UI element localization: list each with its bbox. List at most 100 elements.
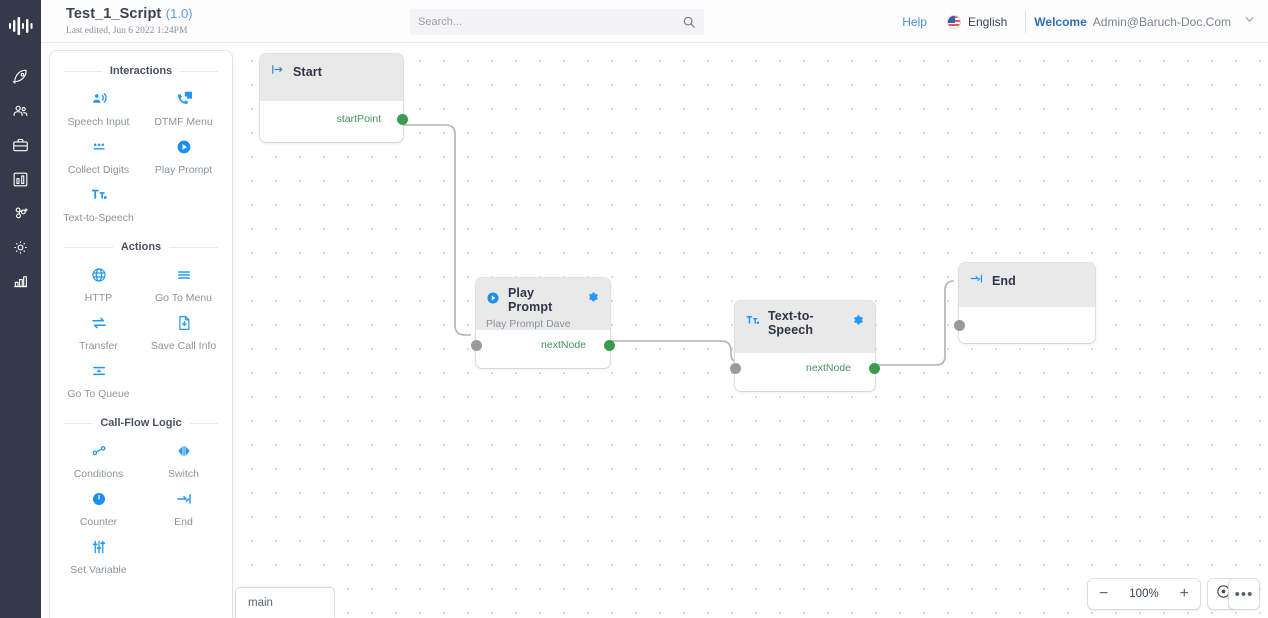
rail-item-reports[interactable] — [0, 162, 41, 196]
tool-save-call-info[interactable]: Save Call Info — [141, 307, 226, 355]
header-right-cluster: Help English Welcome Admin@Baruch-Doc.Co… — [892, 0, 1256, 43]
tool-http[interactable]: HTTP — [56, 259, 141, 307]
app-header: Test_1_Script (1.0) Last edited, Jun 6 2… — [41, 0, 1268, 43]
palette-grid-call-flow-logic: Conditions Switch — [50, 435, 232, 579]
output-port[interactable] — [397, 114, 408, 125]
input-port[interactable] — [471, 340, 482, 351]
text-to-speech-icon — [745, 313, 760, 333]
flow-tab-main[interactable]: main — [236, 588, 334, 618]
tool-dtmf-menu[interactable]: DTMF Menu — [141, 83, 226, 131]
gear-icon[interactable] — [852, 314, 865, 332]
end-arrow-icon — [175, 489, 193, 509]
output-port[interactable] — [604, 340, 615, 351]
tool-end[interactable]: End — [141, 483, 226, 531]
tool-transfer[interactable]: Transfer — [56, 307, 141, 355]
node-body: nextNode — [471, 330, 615, 370]
input-port[interactable] — [954, 320, 965, 331]
palette-grid-actions: HTTP Go To Menu — [50, 259, 232, 403]
tool-set-variable[interactable]: Set Variable — [56, 531, 141, 579]
port-label-startpoint: startPoint — [336, 113, 381, 125]
tool-conditions[interactable]: Conditions — [56, 435, 141, 483]
node-header: Play Prompt Play Prompt Dave — [476, 278, 610, 330]
rail-item-groups[interactable] — [0, 196, 41, 230]
zoom-in-button[interactable]: + — [1179, 585, 1189, 602]
tool-counter[interactable]: Counter — [56, 483, 141, 531]
node-header: Text-to-Speech — [735, 301, 875, 353]
input-port[interactable] — [730, 363, 741, 374]
search-icon[interactable] — [682, 15, 696, 29]
tool-play-prompt[interactable]: Play Prompt — [141, 131, 226, 179]
gear-icon — [11, 238, 30, 257]
account-email: Admin@Baruch-Doc.Com — [1092, 14, 1231, 29]
tool-label: Collect Digits — [67, 164, 130, 176]
briefcase-icon — [11, 136, 30, 155]
tool-label: Counter — [79, 516, 118, 528]
tool-switch[interactable]: Switch — [141, 435, 226, 483]
bar-chart-icon — [11, 272, 30, 291]
output-port[interactable] — [869, 363, 880, 374]
palette-section-header-call-flow-logic: Call-Flow Logic — [50, 417, 232, 429]
text-to-speech-icon — [90, 185, 108, 205]
set-variable-icon — [90, 537, 108, 557]
node-title: Start — [293, 65, 322, 79]
collect-digits-icon — [90, 137, 108, 157]
node-subtitle: Play Prompt Dave — [486, 318, 571, 330]
menu-lines-icon — [175, 265, 193, 285]
welcome-label: Welcome — [1034, 14, 1087, 29]
flow-node-start[interactable]: Start startPoint — [260, 54, 408, 142]
rail-item-settings[interactable] — [0, 230, 41, 264]
rail-item-briefcase[interactable] — [0, 128, 41, 162]
language-label: English — [967, 14, 1008, 29]
palette-section-header-actions: Actions — [50, 241, 232, 253]
tool-go-to-menu[interactable]: Go To Menu — [141, 259, 226, 307]
node-header: Start — [260, 54, 403, 101]
gear-icon[interactable] — [587, 291, 600, 309]
save-file-icon — [175, 313, 193, 333]
zoom-out-button[interactable]: − — [1099, 585, 1109, 602]
flow-node-play-prompt[interactable]: Play Prompt Play Prompt Dave nextNode — [471, 278, 615, 370]
rail-item-users[interactable] — [0, 94, 41, 128]
tool-speech-input[interactable]: Speech Input — [56, 83, 141, 131]
tool-text-to-speech[interactable]: Text-to-Speech — [56, 179, 141, 227]
rail-item-analytics[interactable] — [0, 264, 41, 298]
tool-label: Save Call Info — [150, 340, 217, 352]
more-options-button[interactable]: ••• — [1229, 579, 1259, 609]
section-title: Actions — [120, 241, 162, 253]
tool-label: HTTP — [84, 292, 113, 304]
tool-collect-digits[interactable]: Collect Digits — [56, 131, 141, 179]
play-prompt-icon — [486, 291, 500, 310]
node-header: End — [959, 263, 1095, 307]
tool-label: Set Variable — [70, 564, 127, 576]
last-edited-label: Last edited, Jun 6 2022 1:24PM — [66, 25, 188, 36]
tool-label: DTMF Menu — [154, 116, 213, 128]
tool-label: Go To Menu — [154, 292, 212, 304]
section-title: Interactions — [109, 65, 173, 77]
tool-label: Conditions — [73, 468, 124, 480]
tool-go-to-queue[interactable]: Go To Queue — [56, 355, 141, 403]
help-link[interactable]: Help — [902, 14, 927, 29]
tool-label: Play Prompt — [154, 164, 213, 176]
globe-icon — [90, 265, 108, 285]
node-title: Play Prompt — [508, 286, 553, 314]
transfer-arrows-icon — [90, 313, 108, 333]
header-divider — [1025, 10, 1027, 33]
search-box[interactable] — [410, 9, 704, 35]
users-icon — [11, 102, 30, 121]
flow-node-text-to-speech[interactable]: Text-to-Speech nextNode — [730, 301, 880, 393]
target-center-icon — [1215, 583, 1232, 605]
node-body: nextNode — [730, 353, 880, 393]
node-body: startPoint — [260, 101, 408, 141]
chevron-down-icon[interactable] — [1243, 13, 1256, 31]
primary-nav-rail — [0, 0, 41, 618]
rail-item-rocket[interactable] — [0, 60, 41, 94]
queue-icon — [90, 361, 108, 381]
language-selector[interactable]: English — [937, 14, 1017, 29]
tool-label: Text-to-Speech — [63, 212, 134, 224]
flow-node-end[interactable]: End — [954, 263, 1095, 343]
flow-canvas[interactable]: Interactions Speech Input — [41, 43, 1268, 618]
us-flag-icon — [946, 14, 961, 29]
search-input[interactable] — [418, 16, 682, 28]
rocket-icon — [11, 68, 30, 87]
zoom-level-label: 100% — [1129, 588, 1159, 600]
